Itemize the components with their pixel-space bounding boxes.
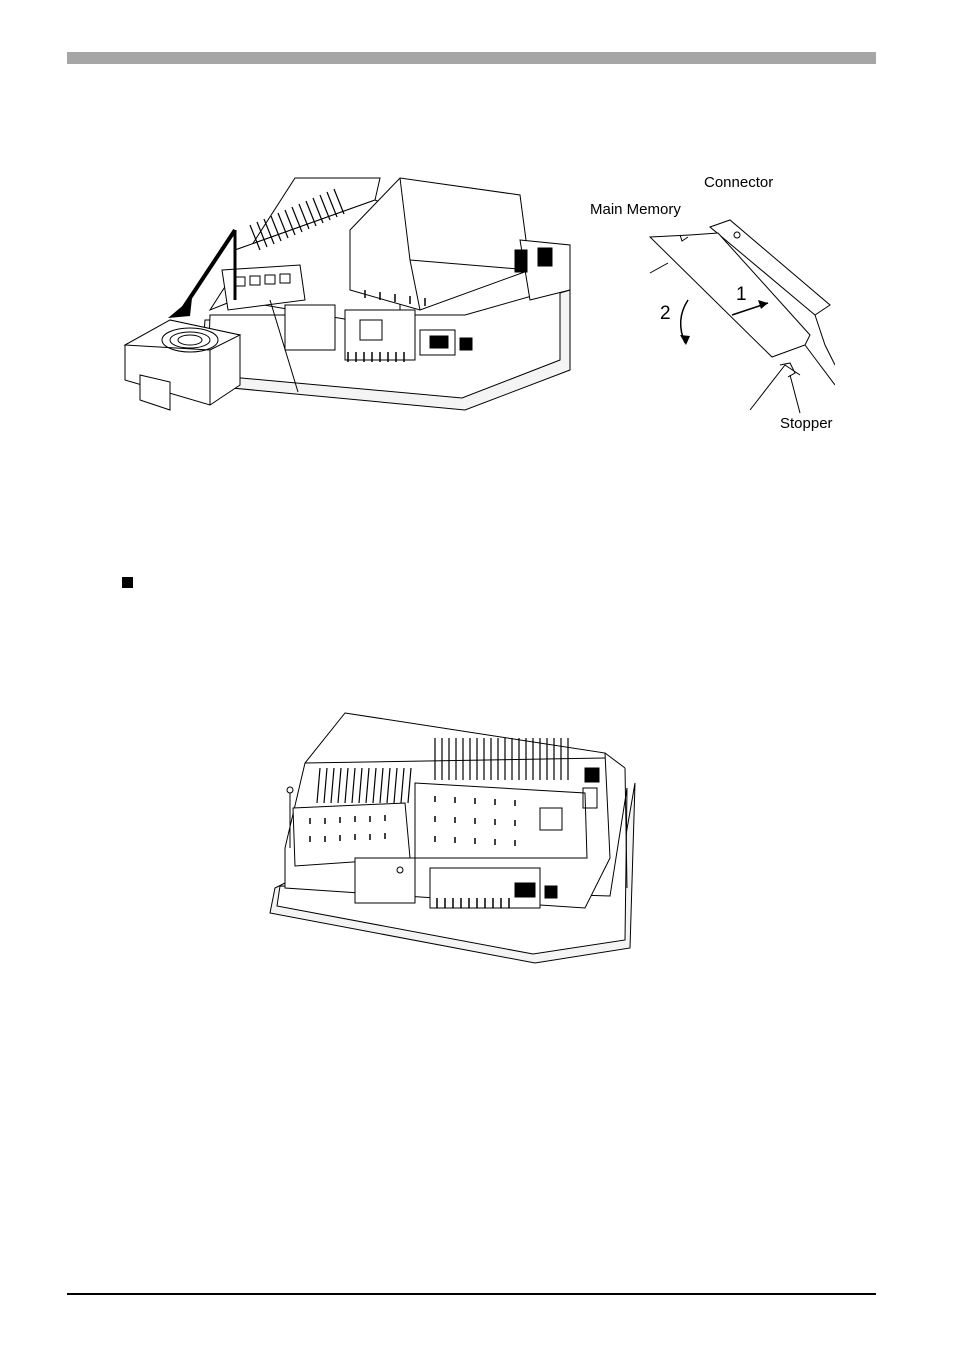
stopper-label: Stopper: [780, 415, 833, 433]
connector-label: Connector: [704, 174, 773, 192]
step-1-label: 1: [736, 286, 747, 304]
footer-rule: [67, 1293, 876, 1295]
header-bar: [67, 52, 876, 64]
main-memory-label: Main Memory: [590, 201, 681, 219]
unit-assembled-illustration: [265, 708, 645, 968]
step-2-label: 2: [660, 305, 671, 323]
unit-fan-removal-illustration: [110, 170, 580, 420]
section-bullet-icon: [122, 577, 133, 588]
